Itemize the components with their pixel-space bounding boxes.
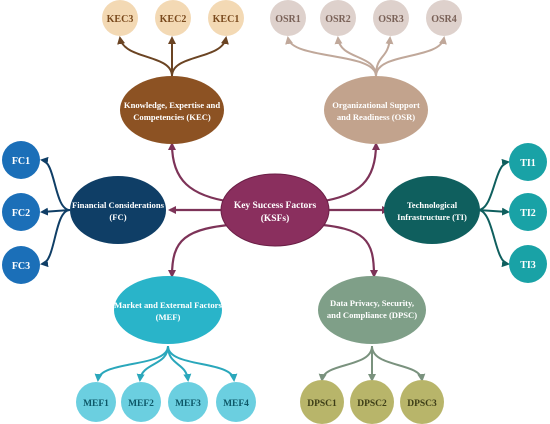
kec-children: KEC3 KEC2 KEC1 xyxy=(102,0,244,36)
osr4-label: OSR4 xyxy=(431,14,457,25)
mef1-label: MEF1 xyxy=(83,399,109,409)
fc2-node[interactable]: FC2 xyxy=(2,193,40,231)
link-fc-fc3 xyxy=(40,209,71,268)
osr1-node[interactable]: OSR1 xyxy=(270,0,306,36)
fc-node[interactable]: Financial Considerations (FC) xyxy=(70,176,166,244)
dpsc-label-line2: and Compliance (DPSC) xyxy=(327,310,417,320)
kec-links xyxy=(117,36,229,77)
link-center-mef xyxy=(168,222,241,278)
link-osr-osr4 xyxy=(375,36,447,77)
kec2-label: KEC2 xyxy=(160,14,187,25)
fc-label-line1: Financial Considerations xyxy=(72,200,165,210)
dpsc2-node[interactable]: DPSC2 xyxy=(350,380,394,424)
center-label-line1: Key Success Factors xyxy=(234,201,317,211)
link-ti-ti3 xyxy=(477,209,510,268)
ti-label-line2: Infrastructure (TI) xyxy=(397,212,467,222)
fc2-label: FC2 xyxy=(12,208,30,219)
ti1-node[interactable]: TI1 xyxy=(509,143,547,181)
osr2-node[interactable]: OSR2 xyxy=(320,0,356,36)
link-center-osr xyxy=(317,142,380,204)
kec1-label: KEC1 xyxy=(213,14,240,25)
mef-label-line2: (MEF) xyxy=(156,312,181,322)
center-node[interactable]: Key Success Factors (KSFs) xyxy=(220,173,330,247)
ti3-label: TI3 xyxy=(520,260,536,271)
osr1-label: OSR1 xyxy=(275,14,301,25)
link-osr-osr2 xyxy=(334,36,377,77)
ti-label-line1: Technological xyxy=(407,200,458,210)
ti-node[interactable]: Technological Infrastructure (TI) xyxy=(384,176,480,244)
dpsc-links xyxy=(318,345,426,382)
kec1-node[interactable]: KEC1 xyxy=(208,0,244,36)
fc-links xyxy=(40,156,71,268)
osr-links xyxy=(285,36,447,77)
link-mef-mef2 xyxy=(136,345,169,382)
fc3-label: FC3 xyxy=(12,261,30,272)
mef2-label: MEF2 xyxy=(128,399,154,409)
fc3-node[interactable]: FC3 xyxy=(2,246,40,284)
link-mef-mef3 xyxy=(167,345,192,382)
dpsc-children: DPSC1 DPSC2 DPSC3 xyxy=(300,380,444,424)
link-kec-kec1 xyxy=(171,36,229,77)
fc-children: FC1 FC2 FC3 xyxy=(2,141,40,284)
center-label-line2: (KSFs) xyxy=(261,213,290,224)
link-osr-osr1 xyxy=(285,36,377,77)
mef3-node[interactable]: MEF3 xyxy=(168,382,208,422)
mef-links xyxy=(94,345,238,382)
link-center-kec xyxy=(168,142,233,204)
osr3-label: OSR3 xyxy=(378,14,404,25)
dpsc3-label: DPSC3 xyxy=(407,399,437,409)
osr-children: OSR1 OSR2 OSR3 OSR4 xyxy=(270,0,462,36)
link-dpsc-dpsc3 xyxy=(371,345,426,382)
dpsc-label-line1: Data Privacy, Security, xyxy=(330,298,414,308)
kec-label-line2: Competencies (KEC) xyxy=(133,112,211,122)
link-ti-ti1 xyxy=(477,158,510,211)
mef-children: MEF1 MEF2 MEF3 MEF4 xyxy=(76,382,256,422)
mef4-label: MEF4 xyxy=(223,399,249,409)
link-mef-mef4 xyxy=(167,345,238,382)
link-fc-fc2 xyxy=(40,207,71,216)
dpsc1-node[interactable]: DPSC1 xyxy=(300,380,344,424)
kec-label-line1: Knowledge, Expertise and xyxy=(124,100,220,110)
link-center-dpsc xyxy=(311,222,378,278)
link-mef-mef1 xyxy=(94,345,169,382)
osr-label-line1: Organizational Support xyxy=(332,100,420,110)
ti3-node[interactable]: TI3 xyxy=(509,245,547,283)
dpsc2-label: DPSC2 xyxy=(357,399,387,409)
mef2-node[interactable]: MEF2 xyxy=(121,382,161,422)
ti1-label: TI1 xyxy=(520,158,536,169)
kec3-label: KEC3 xyxy=(107,14,134,25)
link-ti-ti2 xyxy=(477,207,510,216)
ti2-node[interactable]: TI2 xyxy=(509,193,547,231)
kec-node[interactable]: Knowledge, Expertise and Competencies (K… xyxy=(120,76,224,144)
mef4-node[interactable]: MEF4 xyxy=(216,382,256,422)
osr4-node[interactable]: OSR4 xyxy=(426,0,462,36)
ti2-label: TI2 xyxy=(520,208,536,219)
kec2-node[interactable]: KEC2 xyxy=(155,0,191,36)
fc-label-line2: (FC) xyxy=(109,212,126,222)
dpsc1-label: DPSC1 xyxy=(307,399,337,409)
mef-label-line1: Market and External Factors xyxy=(114,300,222,310)
dpsc3-node[interactable]: DPSC3 xyxy=(400,380,444,424)
fc1-label: FC1 xyxy=(12,156,30,167)
center-links xyxy=(168,142,390,278)
kec3-node[interactable]: KEC3 xyxy=(102,0,138,36)
link-dpsc-dpsc1 xyxy=(318,345,373,382)
ti-links xyxy=(477,158,510,268)
osr-node[interactable]: Organizational Support and Readiness (OS… xyxy=(324,76,428,144)
mef1-node[interactable]: MEF1 xyxy=(76,382,116,422)
osr-label-line2: and Readiness (OSR) xyxy=(337,112,415,122)
dpsc-node[interactable]: Data Privacy, Security, and Compliance (… xyxy=(318,276,426,344)
mef3-label: MEF3 xyxy=(175,399,201,409)
link-kec-kec3 xyxy=(117,36,173,77)
fc1-node[interactable]: FC1 xyxy=(2,141,40,179)
osr3-node[interactable]: OSR3 xyxy=(373,0,409,36)
osr2-label: OSR2 xyxy=(325,14,351,25)
ti-children: TI1 TI2 TI3 xyxy=(509,143,547,283)
link-fc-fc1 xyxy=(40,156,71,211)
mef-node[interactable]: Market and External Factors (MEF) xyxy=(114,276,222,344)
